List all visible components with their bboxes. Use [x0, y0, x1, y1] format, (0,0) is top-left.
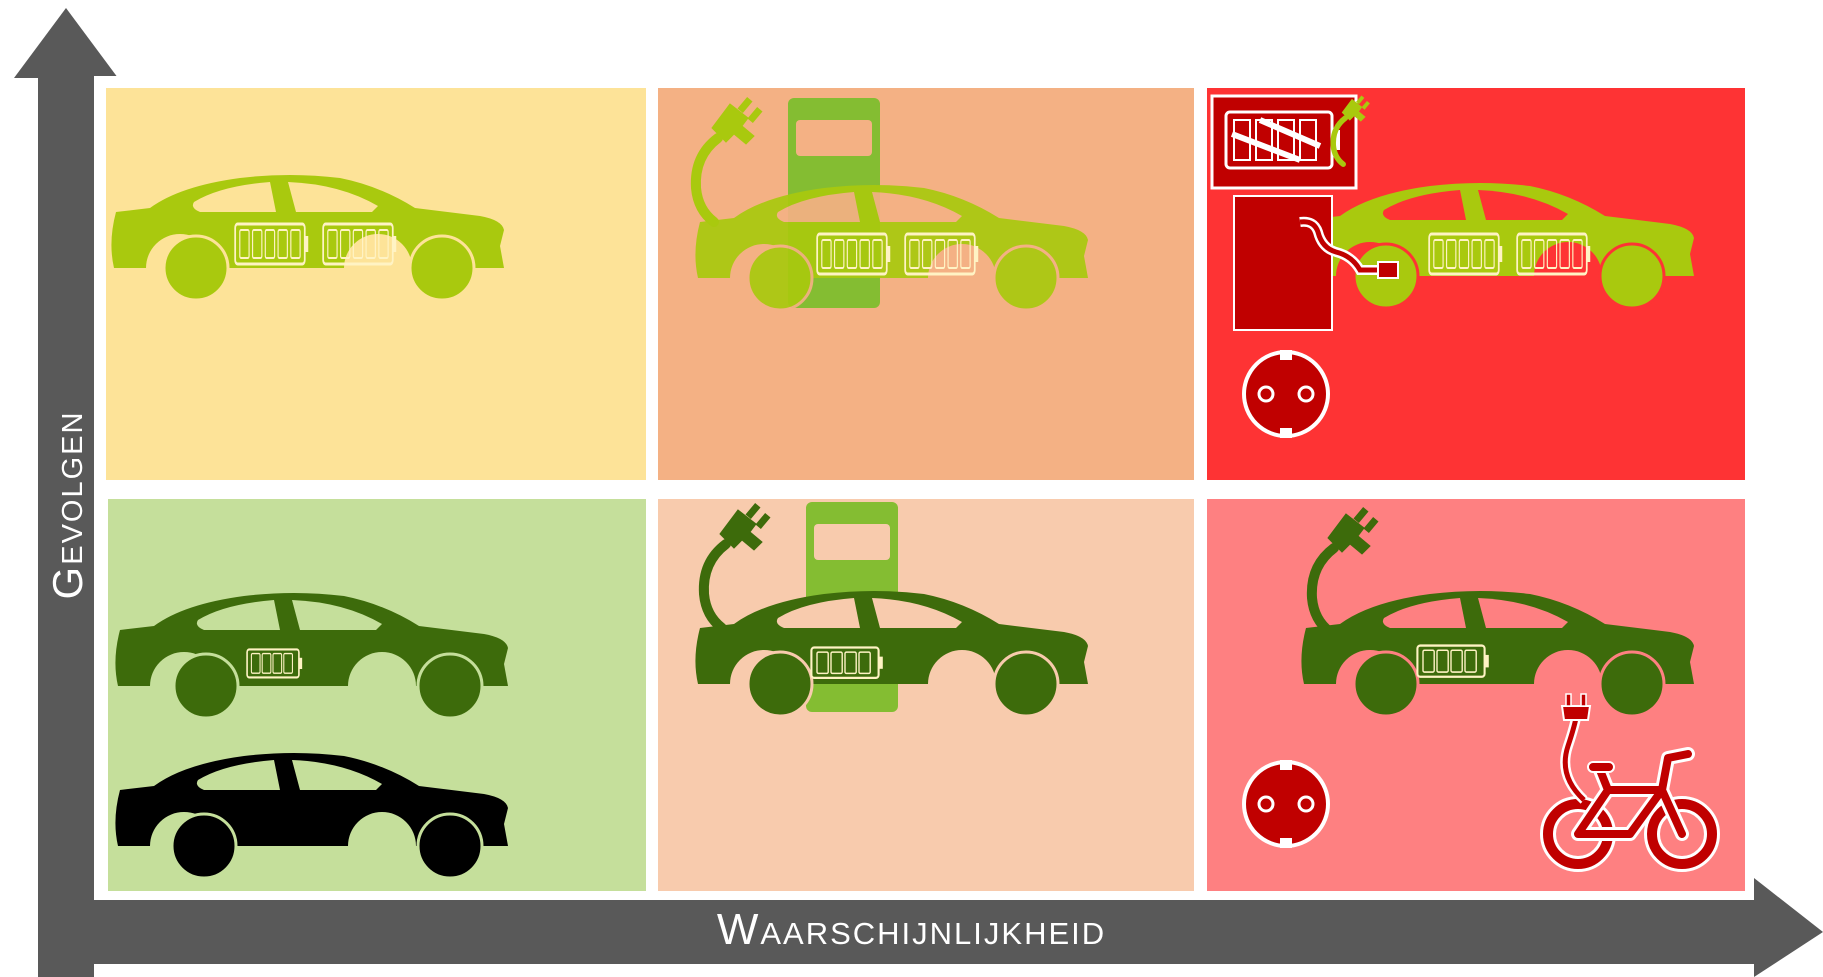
cell-bottom-middle [658, 499, 1194, 891]
x-axis-label: Waarschijnlijkheid [0, 904, 1823, 956]
socket-icon [1244, 350, 1328, 438]
y-axis-label: Gevolgen [44, 411, 92, 600]
socket-icon [1244, 760, 1328, 848]
cell-top-middle [658, 88, 1194, 480]
